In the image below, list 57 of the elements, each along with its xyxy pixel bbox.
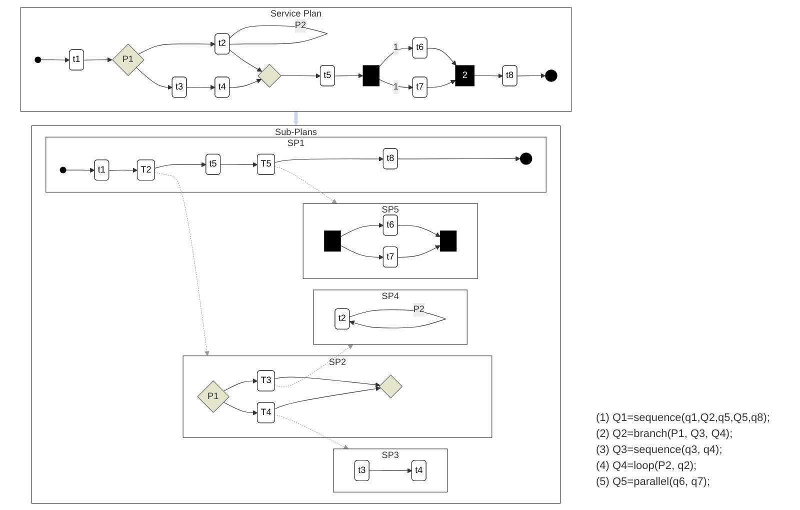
node-bar	[324, 230, 341, 252]
arrow	[223, 378, 258, 392]
node-bar	[362, 64, 380, 86]
node-circle	[34, 56, 42, 63]
arrow	[427, 47, 456, 66]
arrow	[154, 162, 206, 168]
formula-text: (1) Q1=sequence(q1,Q2,q5,Q5,q8);	[596, 412, 771, 424]
arrow	[274, 156, 384, 162]
arrow	[398, 156, 521, 161]
arrow	[274, 414, 349, 449]
arrow	[294, 110, 298, 126]
node-circle	[545, 69, 558, 82]
arrow	[274, 376, 380, 387]
arrow	[274, 166, 338, 204]
node-circle	[520, 152, 532, 164]
arrow	[340, 244, 384, 260]
arrow	[280, 72, 321, 78]
arrow	[66, 167, 95, 172]
formula-text: (2) Q2=branch(P1, Q3, Q4);	[596, 428, 734, 440]
arrow	[369, 468, 412, 473]
arrow	[517, 72, 546, 78]
arrow	[229, 49, 262, 72]
edge-label: P2	[294, 20, 306, 30]
arrow	[378, 78, 414, 90]
arrow	[398, 244, 440, 258]
connector	[229, 24, 328, 44]
node-box: 2	[455, 64, 474, 86]
arrow	[220, 162, 258, 167]
arrow	[223, 401, 258, 415]
edge-label: 1	[393, 82, 398, 92]
formula-text: (5) Q5=parallel(q6, q7);	[596, 476, 712, 488]
edge-label: 1	[393, 42, 398, 52]
arrow	[274, 386, 381, 409]
node-diamond: P1	[197, 380, 230, 412]
arrow	[274, 344, 354, 387]
node-diamond	[378, 374, 403, 398]
node-diamond: P1	[112, 43, 144, 76]
arrow	[108, 167, 138, 172]
arrow	[40, 57, 70, 62]
formula-text: (4) Q4=loop(P2, q2);	[596, 460, 698, 472]
arrow	[229, 78, 262, 88]
node-diamond	[258, 63, 282, 88]
node-circle	[60, 166, 66, 173]
arrow	[136, 66, 173, 90]
arrow	[138, 41, 216, 54]
arrow	[186, 84, 216, 90]
arrow	[340, 222, 384, 236]
arrow	[474, 72, 504, 78]
arrow	[334, 72, 364, 78]
arrow	[427, 79, 456, 88]
arrow	[398, 224, 440, 236]
formula-text: (3) Q3=sequence(q3, q4);	[596, 444, 724, 456]
node-bar	[440, 230, 457, 252]
arrow	[378, 45, 414, 66]
arrow	[84, 56, 112, 62]
arrow	[154, 171, 210, 356]
edge-label: P2	[413, 304, 424, 314]
